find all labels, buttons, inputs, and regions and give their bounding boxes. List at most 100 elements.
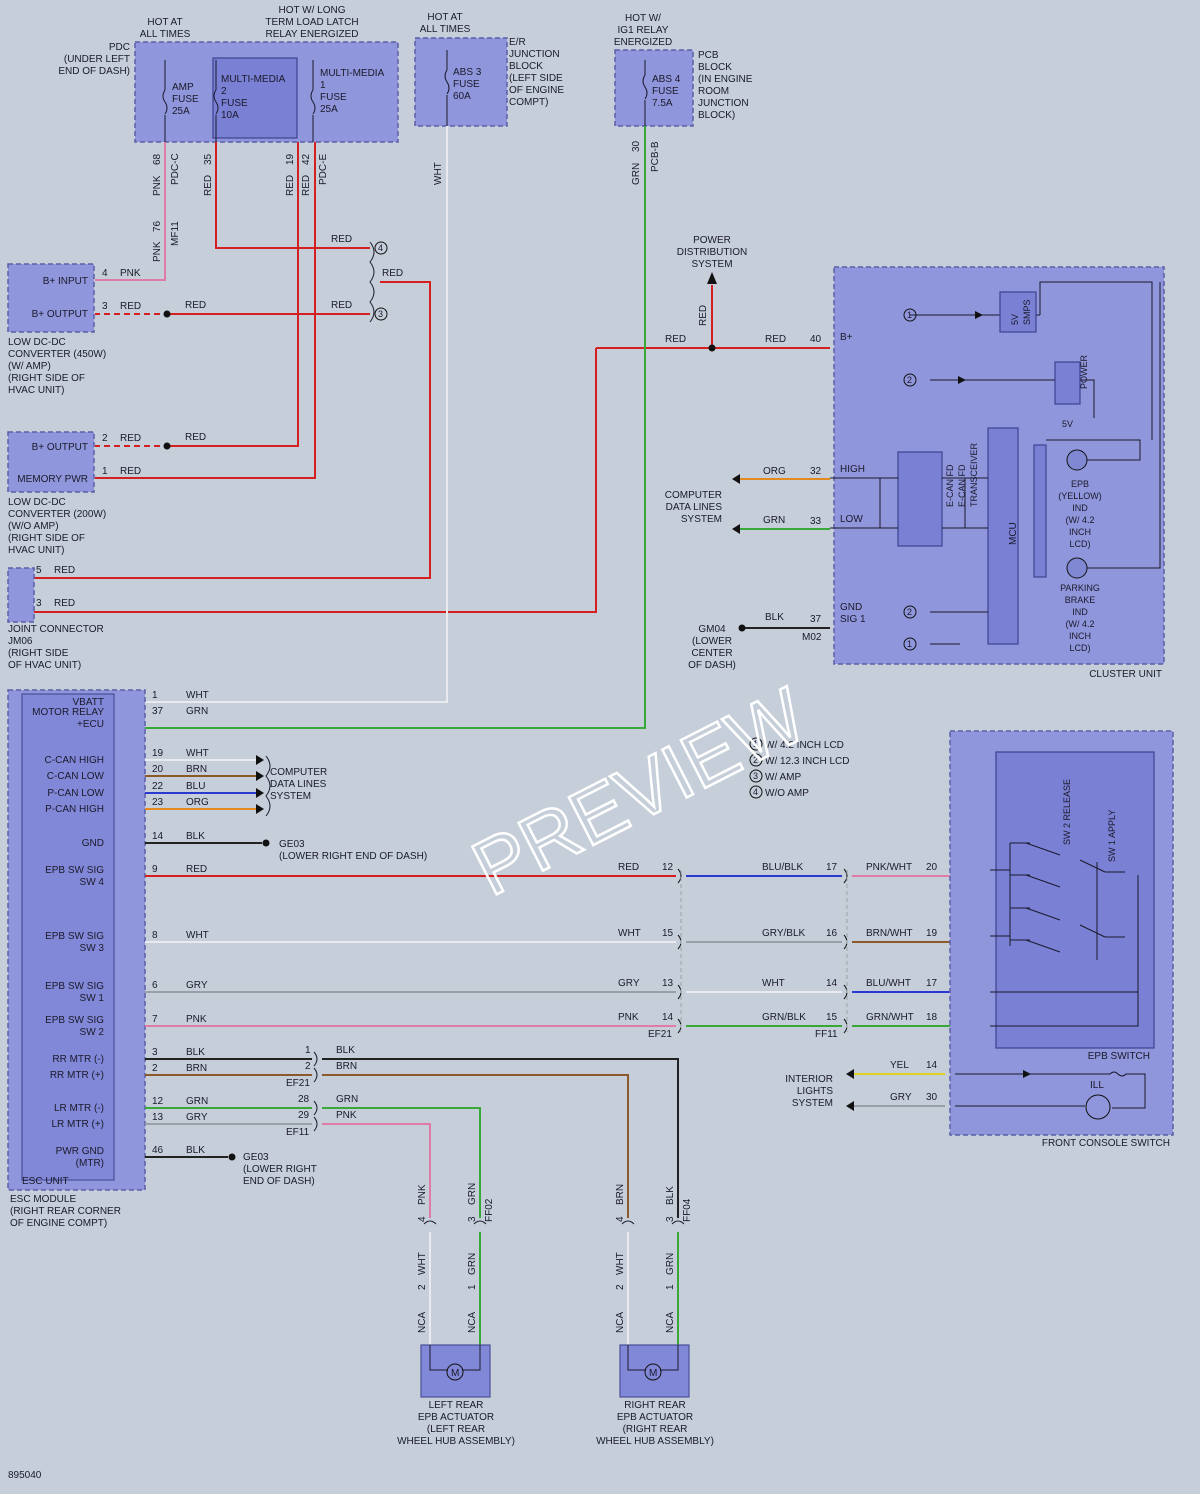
legend-item: 2 W/ 12.3 INCH LCD bbox=[749, 753, 849, 767]
svg-text:RED: RED bbox=[120, 301, 141, 312]
svg-text:3: 3 bbox=[665, 1216, 676, 1222]
esc-wire-color: RED bbox=[186, 864, 207, 875]
svg-text:ILL: ILL bbox=[1090, 1080, 1104, 1091]
svg-text:PNK: PNK bbox=[120, 268, 141, 279]
svg-text:EF11: EF11 bbox=[286, 1127, 310, 1138]
sw-pin: 19 bbox=[926, 928, 938, 939]
svg-text:YEL: YEL bbox=[890, 1060, 909, 1071]
svg-text:BRN: BRN bbox=[615, 1184, 626, 1205]
esc-pin-number: 20 bbox=[152, 764, 164, 775]
ff11-color: GRY/BLK bbox=[762, 928, 805, 939]
svg-text:RED: RED bbox=[665, 334, 686, 345]
ef21-color: PNK bbox=[618, 1012, 639, 1023]
svg-text:SW 2 RELEASE: SW 2 RELEASE bbox=[1062, 779, 1072, 845]
svg-text:B+ OUTPUT: B+ OUTPUT bbox=[32, 442, 88, 453]
esc-wire-color: WHT bbox=[186, 748, 209, 759]
svg-text:B+ OUTPUT: B+ OUTPUT bbox=[32, 309, 88, 320]
legend-text: W/ AMP bbox=[765, 772, 801, 783]
svg-text:1: 1 bbox=[102, 466, 108, 477]
esc-wire-color: BLK bbox=[186, 831, 205, 842]
legend-num: 1 bbox=[753, 739, 758, 749]
svg-text:SW 1 APPLY: SW 1 APPLY bbox=[1107, 810, 1117, 862]
svg-text:PCB-B: PCB-B bbox=[650, 141, 661, 172]
legend-text: W/ 12.3 INCH LCD bbox=[765, 756, 849, 767]
svg-text:RED: RED bbox=[120, 433, 141, 444]
svg-text:WHT: WHT bbox=[417, 1252, 428, 1275]
svg-text:WHT: WHT bbox=[433, 162, 444, 185]
esc-pin-label: PWR GND(MTR) bbox=[56, 1146, 104, 1169]
svg-text:MEMORY PWR: MEMORY PWR bbox=[17, 474, 88, 485]
sw-color: GRN/WHT bbox=[866, 1012, 914, 1023]
esc-pin: LR MTR (-) 12 GRN bbox=[54, 1096, 208, 1114]
ff11-color: GRN/BLK bbox=[762, 1012, 806, 1023]
esc-pin-label: GND bbox=[82, 838, 104, 849]
top-wire-labels: 68 PDC-C PNK 76 MF11 PNK 35 RED 19 RED 4… bbox=[152, 140, 661, 262]
esc-pin-number: 12 bbox=[152, 1096, 164, 1107]
ff11-color: BLU/BLK bbox=[762, 862, 803, 873]
esc-wire-color: BRN bbox=[186, 764, 207, 775]
svg-text:GRN: GRN bbox=[467, 1253, 478, 1275]
esc-wire-color: WHT bbox=[186, 930, 209, 941]
svg-text:NCA: NCA bbox=[665, 1312, 676, 1333]
svg-text:FF02: FF02 bbox=[484, 1198, 495, 1222]
ff11-pin: 14 bbox=[826, 978, 838, 989]
svg-text:3: 3 bbox=[102, 301, 108, 312]
svg-text:2: 2 bbox=[907, 607, 912, 617]
svg-text:2: 2 bbox=[615, 1284, 626, 1290]
joint-connector-jm06: 5 3 RED RED bbox=[7, 565, 75, 623]
esc-pin-label: P-CAN HIGH bbox=[45, 804, 104, 815]
svg-text:RED: RED bbox=[54, 565, 75, 576]
svg-text:2: 2 bbox=[305, 1061, 311, 1072]
legend-num: 2 bbox=[753, 755, 758, 765]
cluster-data-wires bbox=[732, 474, 830, 632]
svg-text:4: 4 bbox=[378, 243, 383, 253]
svg-text:5V: 5V bbox=[1062, 419, 1073, 429]
svg-text:GRN: GRN bbox=[467, 1183, 478, 1205]
svg-text:3: 3 bbox=[378, 309, 383, 319]
svg-text:GRY: GRY bbox=[890, 1092, 912, 1103]
svg-text:37: 37 bbox=[810, 614, 822, 625]
esc-wire-color: GRN bbox=[186, 1096, 208, 1107]
esc-wire-color: GRY bbox=[186, 980, 208, 991]
svg-text:RED: RED bbox=[331, 300, 352, 311]
svg-text:29: 29 bbox=[298, 1110, 310, 1121]
esc-pin-label: LR MTR (-) bbox=[54, 1103, 104, 1114]
svg-text:PNK: PNK bbox=[152, 175, 163, 196]
esc-pin-number: 3 bbox=[152, 1047, 158, 1058]
ff11-pin: 17 bbox=[826, 862, 838, 873]
esc-pin-number: 19 bbox=[152, 748, 164, 759]
svg-text:4: 4 bbox=[615, 1216, 626, 1222]
svg-text:WHT: WHT bbox=[615, 1252, 626, 1275]
red-wire-labels: RED RED RED RED RED RED RED RED bbox=[185, 234, 786, 443]
svg-text:3: 3 bbox=[36, 598, 42, 609]
svg-text:NCA: NCA bbox=[417, 1312, 428, 1333]
svg-text:PNK: PNK bbox=[336, 1110, 357, 1121]
esc-pin-number: 9 bbox=[152, 864, 158, 875]
ff11-color: WHT bbox=[762, 978, 785, 989]
esc-pin-number: 8 bbox=[152, 930, 158, 941]
